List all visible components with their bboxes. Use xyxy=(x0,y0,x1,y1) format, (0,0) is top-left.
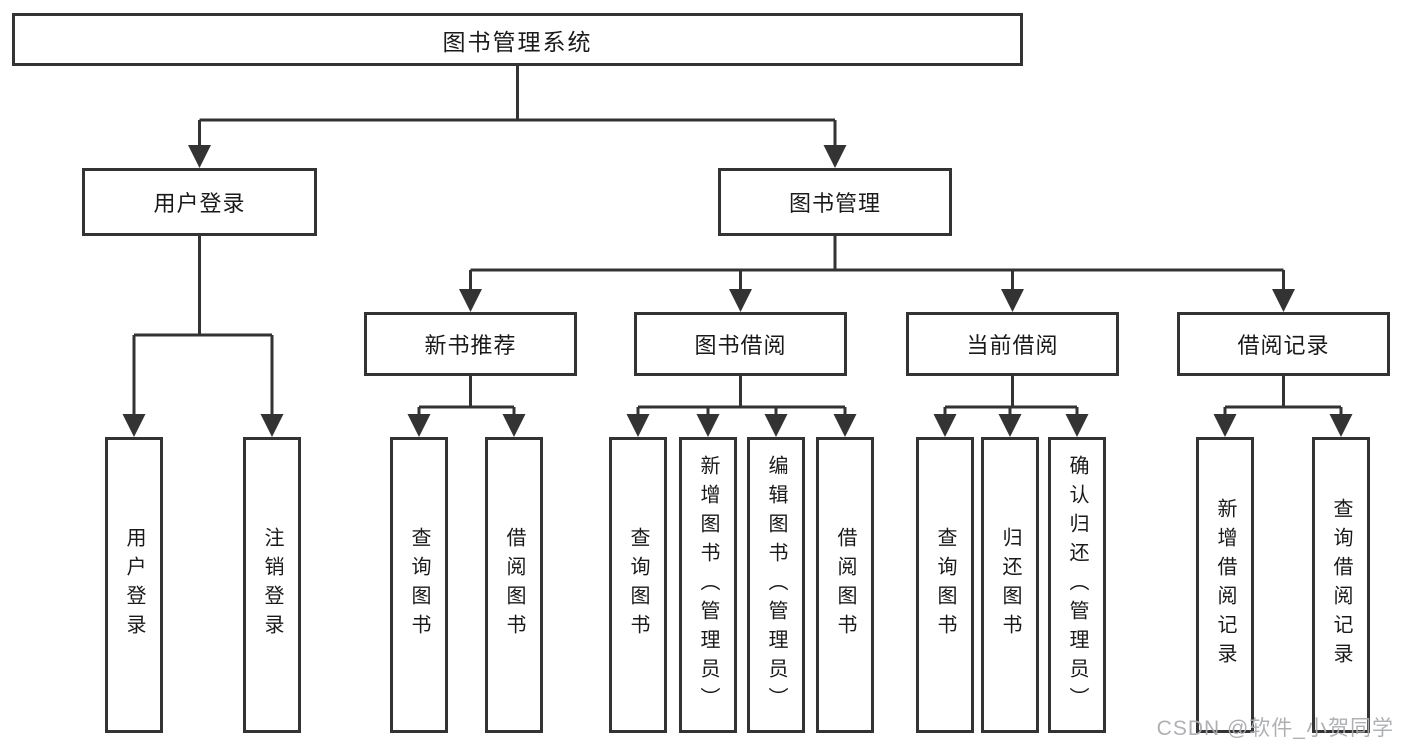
connector-newbook-to-leaves xyxy=(417,376,516,418)
leaf-label: 借阅图书 xyxy=(503,527,525,643)
arrow-down-icon xyxy=(260,414,284,437)
leaf-user-login: 用户登录 xyxy=(105,437,163,733)
leaf-return-book: 归还图书 xyxy=(981,437,1039,733)
leaf-label: 新增图书（管理员） xyxy=(697,454,719,716)
leaf-query-books-borrow: 查询图书 xyxy=(609,437,667,733)
arrow-down-icon xyxy=(407,414,431,437)
node-user-login-branch: 用户登录 xyxy=(82,168,317,236)
node-label: 借阅记录 xyxy=(1237,333,1330,358)
leaf-edit-book-admin: 编辑图书（管理员） xyxy=(747,437,805,733)
connector-root-to-level2 xyxy=(198,66,837,146)
arrow-down-icon xyxy=(188,145,211,168)
arrow-down-icon xyxy=(933,414,957,437)
connector-records-to-leaves xyxy=(1223,376,1343,418)
node-label: 图书管理 xyxy=(788,191,881,216)
leaf-label: 用户登录 xyxy=(123,527,145,643)
arrow-down-icon xyxy=(1213,414,1237,437)
node-current-borrowing: 当前借阅 xyxy=(906,312,1119,376)
arrow-down-icon xyxy=(764,414,788,437)
node-root: 图书管理系统 xyxy=(12,13,1023,66)
leaf-label: 查询图书 xyxy=(408,527,430,643)
leaf-borrow-books: 借阅图书 xyxy=(816,437,874,733)
leaf-label: 查询图书 xyxy=(627,527,649,643)
arrow-down-icon xyxy=(122,414,146,437)
leaf-label: 编辑图书（管理员） xyxy=(765,454,787,716)
arrow-down-icon xyxy=(1272,289,1295,312)
arrow-down-icon xyxy=(998,414,1022,437)
leaf-label: 注销登录 xyxy=(261,527,283,643)
connector-current-to-leaves xyxy=(943,376,1079,418)
arrowheads xyxy=(122,145,1353,437)
arrow-down-icon xyxy=(1001,289,1024,312)
arrow-down-icon xyxy=(459,289,482,312)
leaf-label: 查询图书 xyxy=(934,527,956,643)
arrow-down-icon xyxy=(502,414,526,437)
node-label: 当前借阅 xyxy=(966,333,1059,358)
node-borrowing-records: 借阅记录 xyxy=(1177,312,1390,376)
connector-userlogin-to-leaves xyxy=(132,236,274,418)
connector-strokes xyxy=(132,66,1343,418)
arrow-down-icon xyxy=(1329,414,1353,437)
node-label: 图书借阅 xyxy=(694,333,787,358)
leaf-label: 归还图书 xyxy=(999,527,1021,643)
leaf-add-book-admin: 新增图书（管理员） xyxy=(679,437,737,733)
arrow-down-icon xyxy=(696,414,720,437)
node-book-borrowing: 图书借阅 xyxy=(634,312,847,376)
leaf-label: 确认归还（管理员） xyxy=(1066,454,1088,716)
watermark-text: CSDN @软件_小贺同学 xyxy=(1156,717,1394,740)
leaf-query-books-current: 查询图书 xyxy=(916,437,974,733)
connector-borrow-to-leaves xyxy=(636,376,847,418)
leaf-logout: 注销登录 xyxy=(243,437,301,733)
node-new-book-recommend: 新书推荐 xyxy=(364,312,577,376)
node-book-management-branch: 图书管理 xyxy=(718,168,952,236)
leaf-query-books-recommend: 查询图书 xyxy=(390,437,448,733)
connector-bookmgmt-to-level3 xyxy=(469,236,1285,291)
node-root-label: 图书管理系统 xyxy=(442,28,593,55)
leaf-borrow-books-recommend: 借阅图书 xyxy=(485,437,543,733)
leaf-confirm-return-admin: 确认归还（管理员） xyxy=(1048,437,1106,733)
leaf-label: 借阅图书 xyxy=(834,527,856,643)
leaf-label: 新增借阅记录 xyxy=(1214,498,1236,672)
arrow-down-icon xyxy=(823,145,847,168)
node-label: 新书推荐 xyxy=(424,333,517,358)
leaf-label: 查询借阅记录 xyxy=(1330,498,1352,672)
node-label: 用户登录 xyxy=(153,191,246,216)
arrow-down-icon xyxy=(729,289,752,312)
arrow-down-icon xyxy=(1065,414,1089,437)
leaf-add-borrow-record: 新增借阅记录 xyxy=(1196,437,1254,733)
arrow-down-icon xyxy=(626,414,650,437)
arrow-down-icon xyxy=(833,414,857,437)
leaf-query-borrow-record: 查询借阅记录 xyxy=(1312,437,1370,733)
